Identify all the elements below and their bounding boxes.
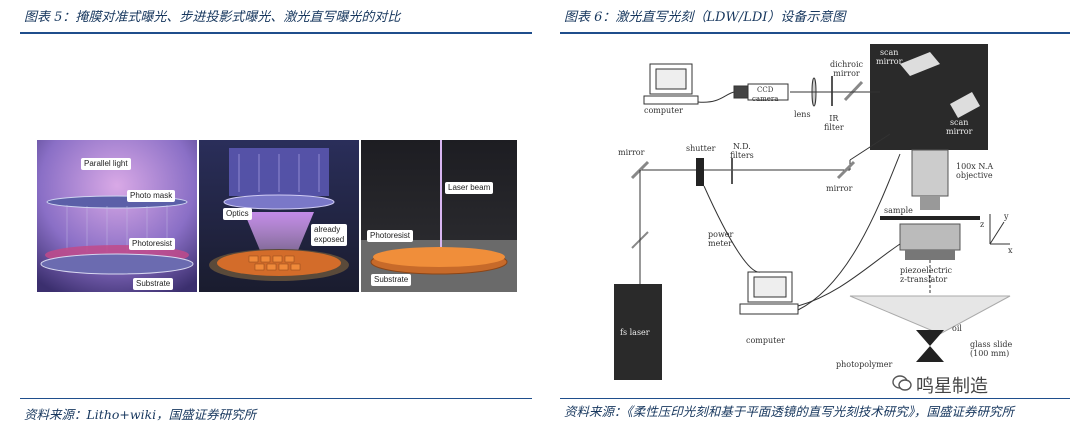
label-shutter: shutter (686, 144, 716, 153)
source-rule (560, 398, 1070, 399)
label-ccd-camera: CCD camera (752, 86, 779, 103)
title-rule (560, 32, 1070, 34)
computer-bottom-icon (739, 271, 799, 315)
label-scan-mirror-2: scan mirror (946, 118, 973, 136)
label-substrate: Substrate (133, 278, 174, 290)
label-laser-beam: Laser beam (445, 182, 494, 194)
label-mirror-mid: mirror (826, 184, 853, 193)
computer-top-icon (643, 63, 699, 105)
label-oil: oil (952, 324, 962, 333)
label-photopolymer: photopolymer (836, 360, 893, 369)
label-axis-x: x (1008, 246, 1013, 255)
watermark-text: 鸣星制造 (916, 376, 988, 397)
left-figure-panel: 图表 5：掩膜对准式曝光、步进投影式曝光、激光直写曝光的对比 Parallel … (20, 0, 532, 439)
laser-direct-write-illustration: Laser beam Photoresist Substrate (361, 140, 517, 292)
label-power-meter: power meter (708, 230, 734, 248)
figure-5-title: 图表 5：掩膜对准式曝光、步进投影式曝光、激光直写曝光的对比 (24, 10, 401, 25)
label-scan-mirror-1: scan mirror (876, 48, 903, 66)
label-computer-bottom: computer (746, 336, 785, 345)
label-substrate-2: Substrate (371, 274, 412, 286)
label-glass-slide: glass slide (100 mm) (970, 340, 1013, 358)
label-dichroic-mirror: dichroic mirror (830, 60, 863, 78)
label-axis-z: z (980, 220, 985, 229)
label-already-exposed: already exposed (311, 224, 348, 246)
wechat-icon (892, 375, 912, 391)
ccd-camera-icon (733, 83, 789, 101)
label-axis-y: y (1004, 212, 1009, 221)
label-computer-top: computer (644, 106, 683, 115)
label-nd-filters: N.D. filters (730, 142, 754, 160)
label-sample: sample (884, 206, 913, 215)
label-photoresist: Photoresist (129, 238, 176, 250)
stepper-illustration: Optics already exposed (199, 140, 359, 292)
right-figure-panel: 图表 6：激光直写光刻（LDW/LDI）设备示意图 (560, 0, 1070, 439)
figure-5-source: 资料来源：Litho+wiki，国盛证券研究所 (24, 407, 257, 422)
label-mirror-left: mirror (618, 148, 645, 157)
label-photoresist-2: Photoresist (367, 230, 414, 242)
label-parallel-light: Parallel light (81, 158, 131, 170)
figure-6-title: 图表 6：激光直写光刻（LDW/LDI）设备示意图 (564, 10, 846, 25)
label-piezo: piezoelectric z-translator (900, 266, 953, 284)
label-optics: Optics (223, 208, 252, 220)
mask-aligner-illustration: Parallel light Photo mask Photoresist Su… (37, 140, 197, 292)
source-rule (20, 398, 532, 399)
label-lens: lens (794, 110, 811, 119)
figure-6-source: 资料来源：《柔性压印光刻和基于平面透镜的直写光刻技术研究》，国盛证券研究所 (564, 404, 1015, 419)
label-ir-filter: IR filter (824, 114, 844, 132)
label-objective: 100x N.A objective (956, 162, 994, 180)
label-fs-laser: fs laser (620, 328, 650, 337)
ldw-setup-diagram: computer CCD camera lens IR filter dichr… (600, 44, 1040, 384)
title-rule (20, 32, 532, 34)
label-photo-mask: Photo mask (127, 190, 176, 202)
